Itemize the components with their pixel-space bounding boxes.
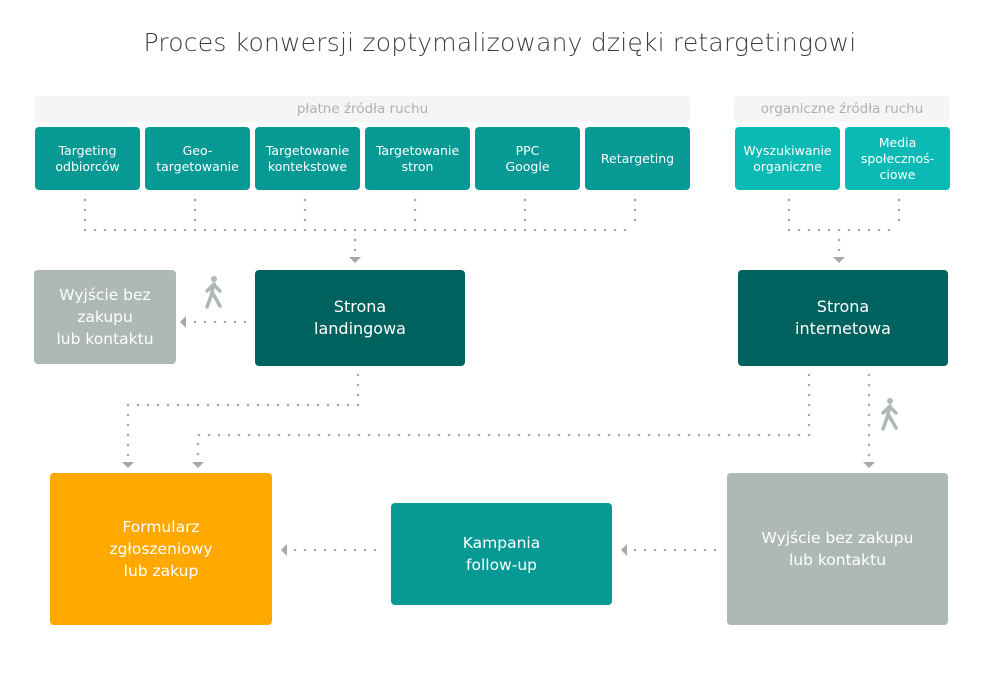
node-followup-campaign: Kampania follow-up: [391, 503, 612, 605]
source-targetowanie-stron: Targetowanie stron: [365, 127, 470, 190]
arrow-left-icon: [621, 544, 627, 556]
arrow-down-icon: [192, 462, 204, 468]
website-to-form-connector: [196, 373, 811, 460]
walking-person-icon: [205, 276, 222, 309]
node-website: Strona internetowa: [738, 270, 948, 366]
node-form: Formularz zgłoszeniowy lub zakup: [50, 473, 272, 625]
source-geotargetowanie: Geo- targetowanie: [145, 127, 250, 190]
source-retargeting: Retargeting: [585, 127, 690, 190]
arrow-down-icon: [863, 462, 875, 468]
source-targetowanie-kontekstowe: Targetowanie kontekstowe: [255, 127, 360, 190]
arrow-left-icon: [281, 544, 287, 556]
source-wyszukiwanie-organiczne: Wyszukiwanie organiczne: [735, 127, 840, 190]
source-targeting-odbiorcow: Targeting odbiorców: [35, 127, 140, 190]
arrow-down-icon: [122, 462, 134, 468]
node-exit-top: Wyjście bez zakupu lub kontaktu: [34, 270, 176, 364]
diagram-title: Proces konwersji zoptymalizowany dzięki …: [143, 28, 857, 57]
paid-sources-label: płatne źródła ruchu: [35, 96, 690, 122]
arrow-down-icon: [349, 257, 361, 263]
arrow-left-icon: [180, 316, 186, 328]
node-landing-page: Strona landingowa: [255, 270, 465, 366]
organic-connector: [787, 198, 901, 254]
walking-person-icon: [881, 398, 898, 431]
organic-sources-label: organiczne źródła ruchu: [734, 96, 950, 122]
source-media-spolecznosciowe: Media społecznoś- ciowe: [845, 127, 950, 190]
node-exit-bottom: Wyjście bez zakupu lub kontaktu: [727, 473, 948, 625]
landing-to-form-connector: [126, 373, 360, 460]
paid-connector: [83, 198, 637, 254]
arrow-down-icon: [833, 257, 845, 263]
source-ppc-google: PPC Google: [475, 127, 580, 190]
